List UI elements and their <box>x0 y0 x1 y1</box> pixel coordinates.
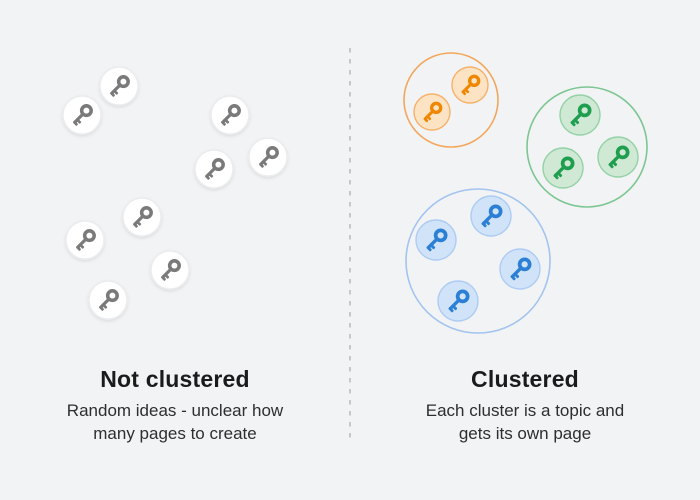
unclustered-key <box>99 66 139 106</box>
blue-cluster-key <box>415 219 457 261</box>
green-cluster-key <box>559 94 601 136</box>
unclustered-key <box>248 137 288 177</box>
blue-cluster-key <box>470 195 512 237</box>
blue-cluster <box>405 188 551 334</box>
unclustered-key <box>88 280 128 320</box>
blue-cluster-key <box>437 280 479 322</box>
unclustered-key <box>62 95 102 135</box>
orange-cluster-key <box>413 93 451 131</box>
green-cluster-key <box>597 136 639 178</box>
green-cluster <box>526 86 648 208</box>
orange-cluster-outline <box>403 52 499 148</box>
unclustered-key <box>210 95 250 135</box>
orange-cluster-key <box>451 66 489 104</box>
orange-cluster <box>403 52 499 148</box>
unclustered-key <box>150 250 190 290</box>
unclustered-key <box>194 149 234 189</box>
blue-cluster-key <box>499 248 541 290</box>
unclustered-key <box>65 220 105 260</box>
green-cluster-key <box>542 147 584 189</box>
unclustered-key <box>122 197 162 237</box>
blue-cluster-outline <box>405 188 551 334</box>
green-cluster-outline <box>526 86 648 208</box>
